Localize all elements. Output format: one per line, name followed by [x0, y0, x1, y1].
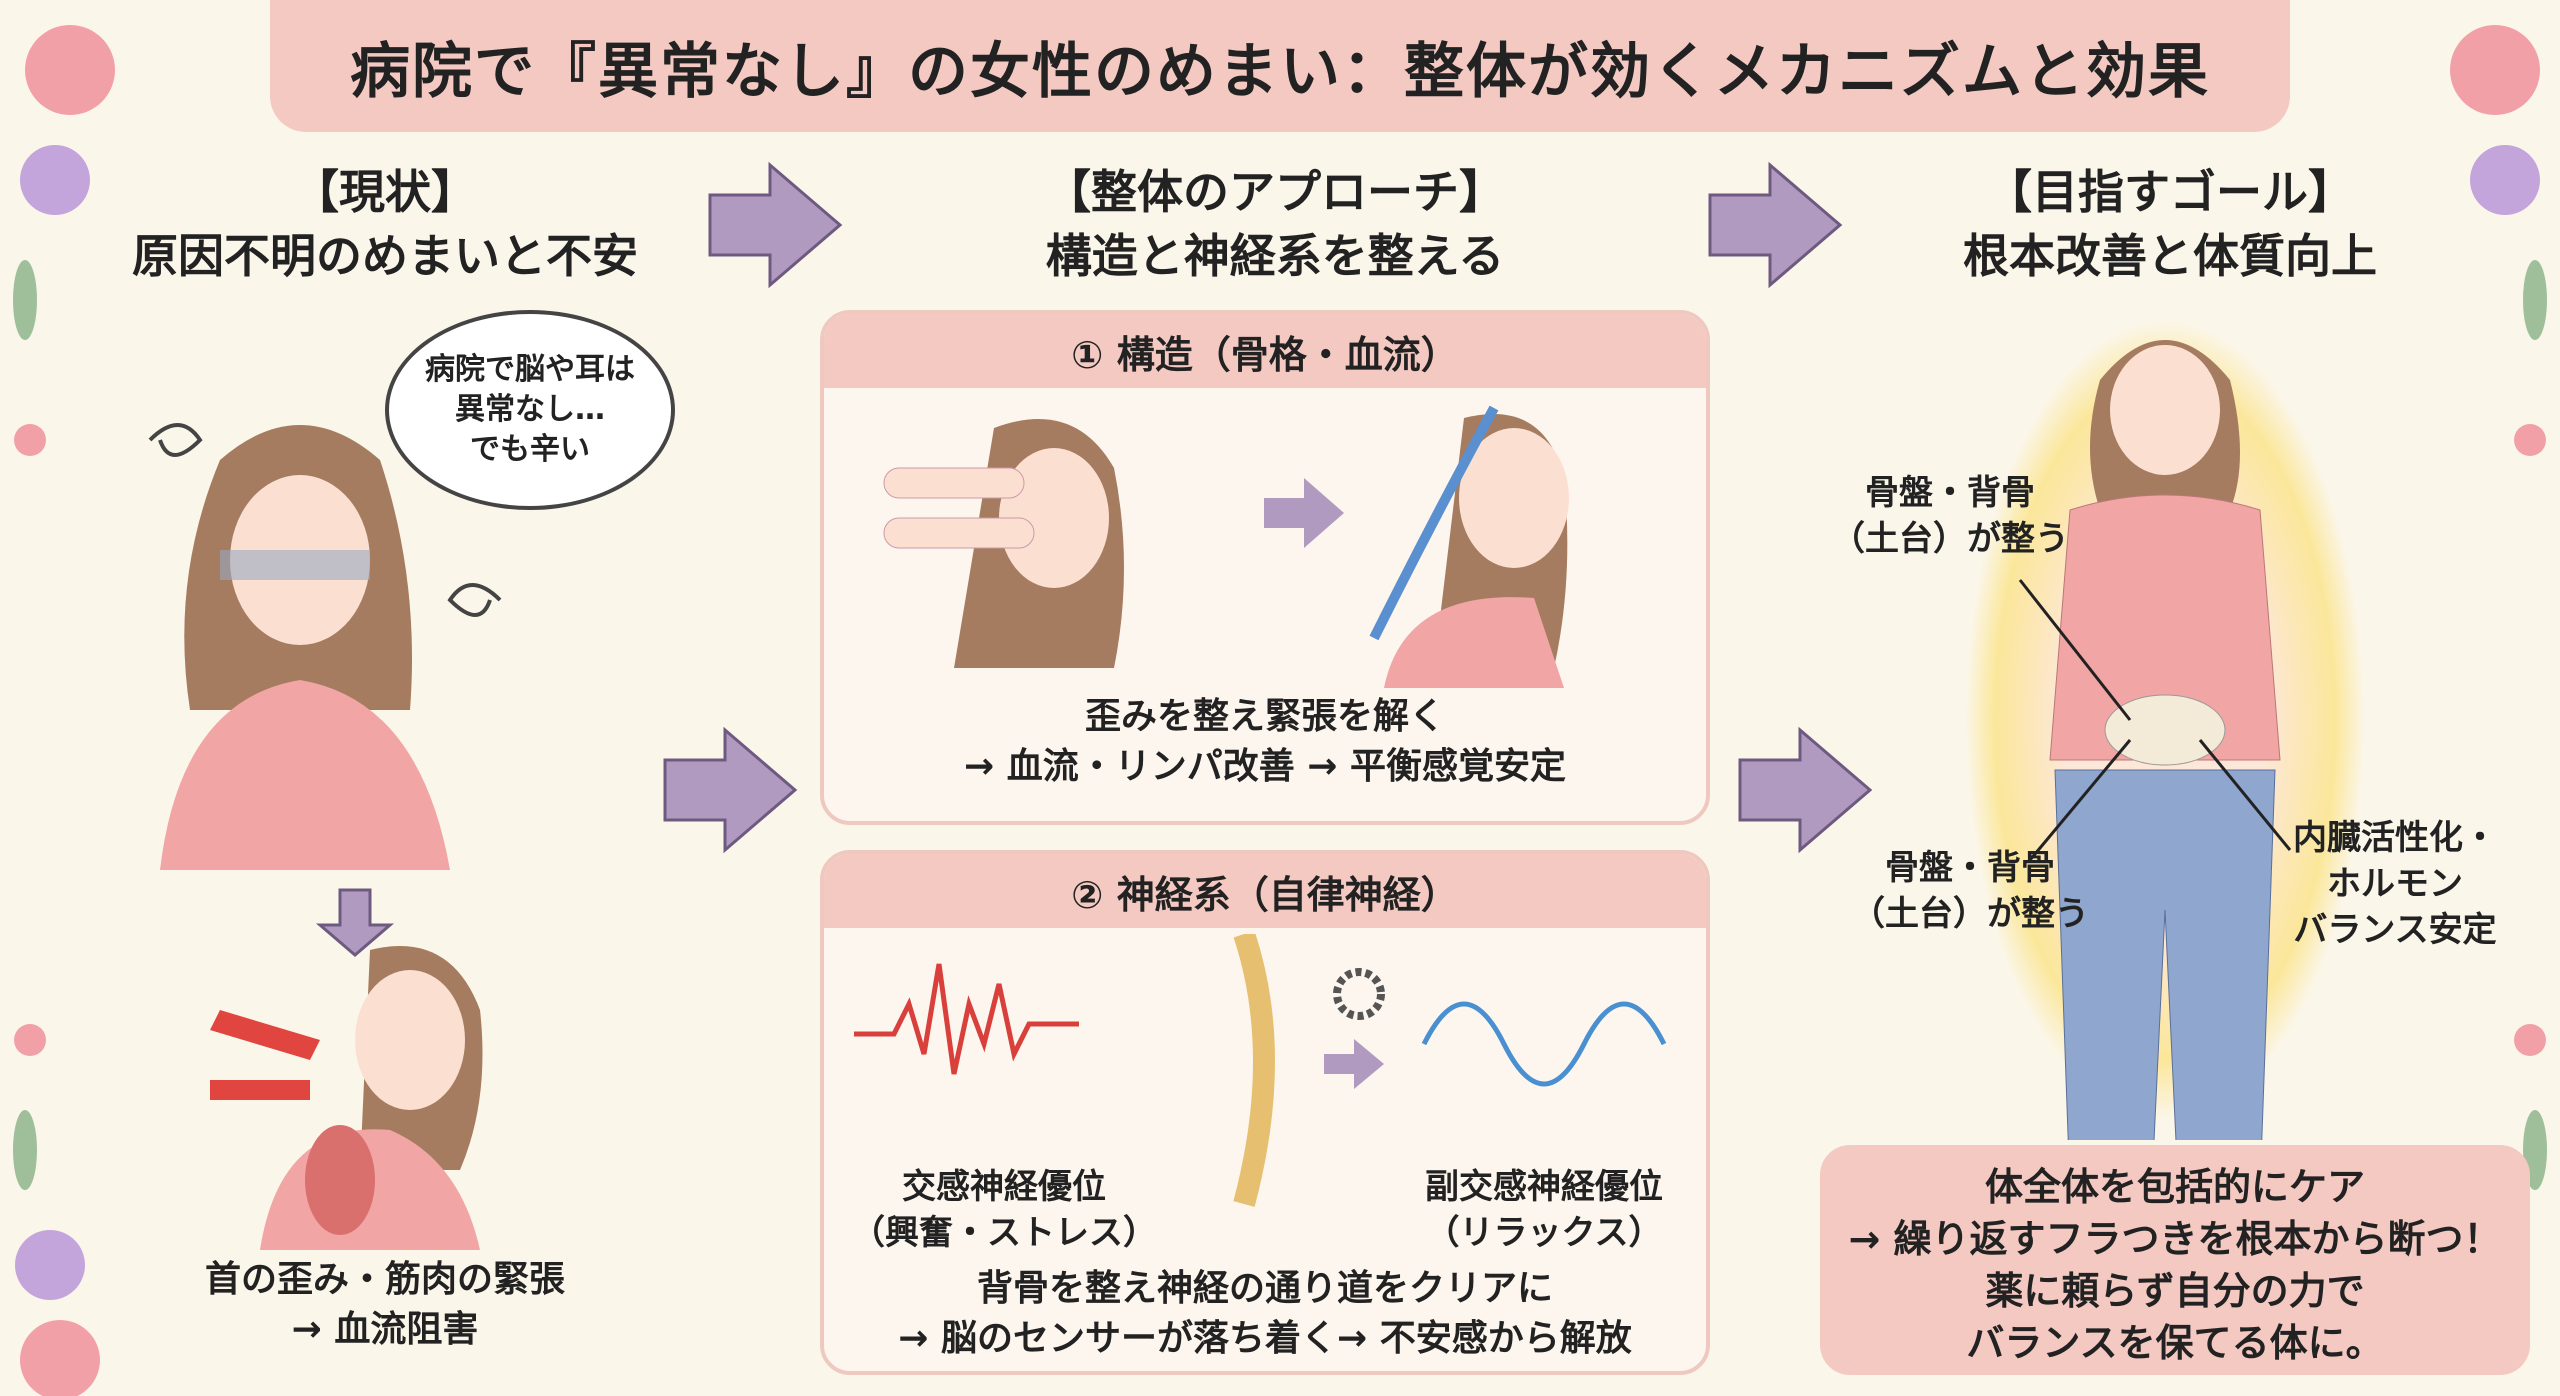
caption-line: → 脳のセンサーが落ち着く→ 不安感から解放 — [898, 1318, 1632, 1359]
current-header: 【現状】 原因不明のめまいと不安 — [60, 160, 710, 288]
goal-summary-box: 体全体を包括的にケア → 繰り返すフラつきを根本から断つ！ 薬に頼らず自分の力で… — [1820, 1145, 2530, 1375]
thought-bubble: 病院で脳や耳は 異常なし… でも辛い — [385, 310, 675, 510]
goal-subheading: 根本改善と体質向上 — [1963, 229, 2377, 283]
label-line: （リラックス） — [1425, 1213, 1663, 1253]
label-line: 交感神経優位 — [902, 1167, 1106, 1207]
healthy-woman-illustration — [1965, 320, 2365, 1140]
parasympathetic-label: 副交感神経優位 （リラックス） — [1384, 1164, 1704, 1256]
thought-line: 病院で脳や耳は — [425, 352, 635, 387]
label-line: （興奮・ストレス） — [851, 1213, 1157, 1253]
nerve-panel: ② 神経系（自律神経） 交感神経優位 （興奮・ストレス） 副交感神経優位 （リラ… — [820, 850, 1710, 1375]
nerve-caption: 背骨を整え神経の通り道をクリアに → 脳のセンサーが落ち着く→ 不安感から解放 — [824, 1264, 1706, 1364]
label-line: ホルモン — [2327, 864, 2463, 904]
goal-header: 【目指すゴール】 根本改善と体質向上 — [1830, 160, 2510, 288]
label-line: 骨盤・背骨 — [1865, 473, 2035, 513]
label-line: （土台）が整う — [1831, 519, 2069, 559]
caption-line: 背骨を整え神経の通り道をクリアに — [976, 1268, 1553, 1309]
label-line: 骨盤・背骨 — [1885, 848, 2055, 888]
goal-heading: 【目指すゴール】 — [1986, 165, 2354, 219]
caption-line: → 血流・リンパ改善 → 平衡感覚安定 — [964, 746, 1566, 787]
label-line: 内臓活性化・ — [2293, 818, 2497, 858]
label-organs-hormones: 内臓活性化・ ホルモン バランス安定 — [2260, 815, 2530, 953]
current-caption: 首の歪み・筋肉の緊張 → 血流阻害 — [60, 1255, 710, 1355]
sympathetic-wave — [854, 963, 1079, 1075]
adjustment-illustration — [883, 405, 1569, 688]
summary-line: → 繰り返すフラつきを根本から断つ！ — [1848, 1217, 2502, 1261]
structure-caption: 歪みを整え緊張を解く → 血流・リンパ改善 → 平衡感覚安定 — [824, 692, 1706, 792]
sympathetic-label: 交感神経優位 （興奮・ストレス） — [844, 1164, 1164, 1256]
nerve-title: ② 神経系（自律神経） — [824, 854, 1706, 928]
spine-icon — [1233, 934, 1275, 1207]
page-title: 病院で『異常なし』の女性のめまい：整体が効くメカニズムと効果 — [270, 0, 2290, 132]
thought-line: 異常なし… — [455, 392, 605, 427]
current-heading: 【現状】 — [293, 165, 477, 219]
label-pelvis-bottom: 骨盤・背骨 （土台）が整う — [1820, 845, 2120, 937]
structure-title: ① 構造（骨格・血流） — [824, 314, 1706, 388]
caption-line: 首の歪み・筋肉の緊張 — [204, 1259, 565, 1300]
summary-line: 体全体を包括的にケア — [1984, 1165, 2365, 1209]
structure-panel: ① 構造（骨格・血流） 歪みを整え緊張を解く → 血流・リンパ改善 → 平衡感覚… — [820, 310, 1710, 825]
label-pelvis-top: 骨盤・背骨 （土台）が整う — [1800, 470, 2100, 562]
caption-line: → 血流阻害 — [291, 1309, 479, 1350]
parasympathetic-wave — [1421, 1001, 1667, 1087]
thought-line: でも辛い — [470, 432, 590, 467]
label-line: 副交感神経優位 — [1425, 1167, 1663, 1207]
summary-line: 薬に頼らず自分の力で — [1985, 1269, 2365, 1313]
label-line: （土台）が整う — [1851, 894, 2089, 934]
dizzy-woman-illustration — [148, 423, 502, 870]
label-line: バランス安定 — [2293, 910, 2497, 950]
nerve-illustration — [854, 934, 1667, 1207]
summary-line: バランスを保てる体に。 — [1966, 1321, 2384, 1365]
approach-header: 【整体のアプローチ】 構造と神経系を整える — [900, 160, 1650, 288]
current-subheading: 原因不明のめまいと不安 — [132, 229, 638, 283]
neck-pain-illustration — [210, 946, 483, 1250]
approach-heading: 【整体のアプローチ】 — [1045, 165, 1505, 219]
approach-subheading: 構造と神経系を整える — [1045, 229, 1505, 283]
caption-line: 歪みを整え緊張を解く — [1084, 696, 1445, 737]
gear-icon — [1333, 968, 1385, 1020]
